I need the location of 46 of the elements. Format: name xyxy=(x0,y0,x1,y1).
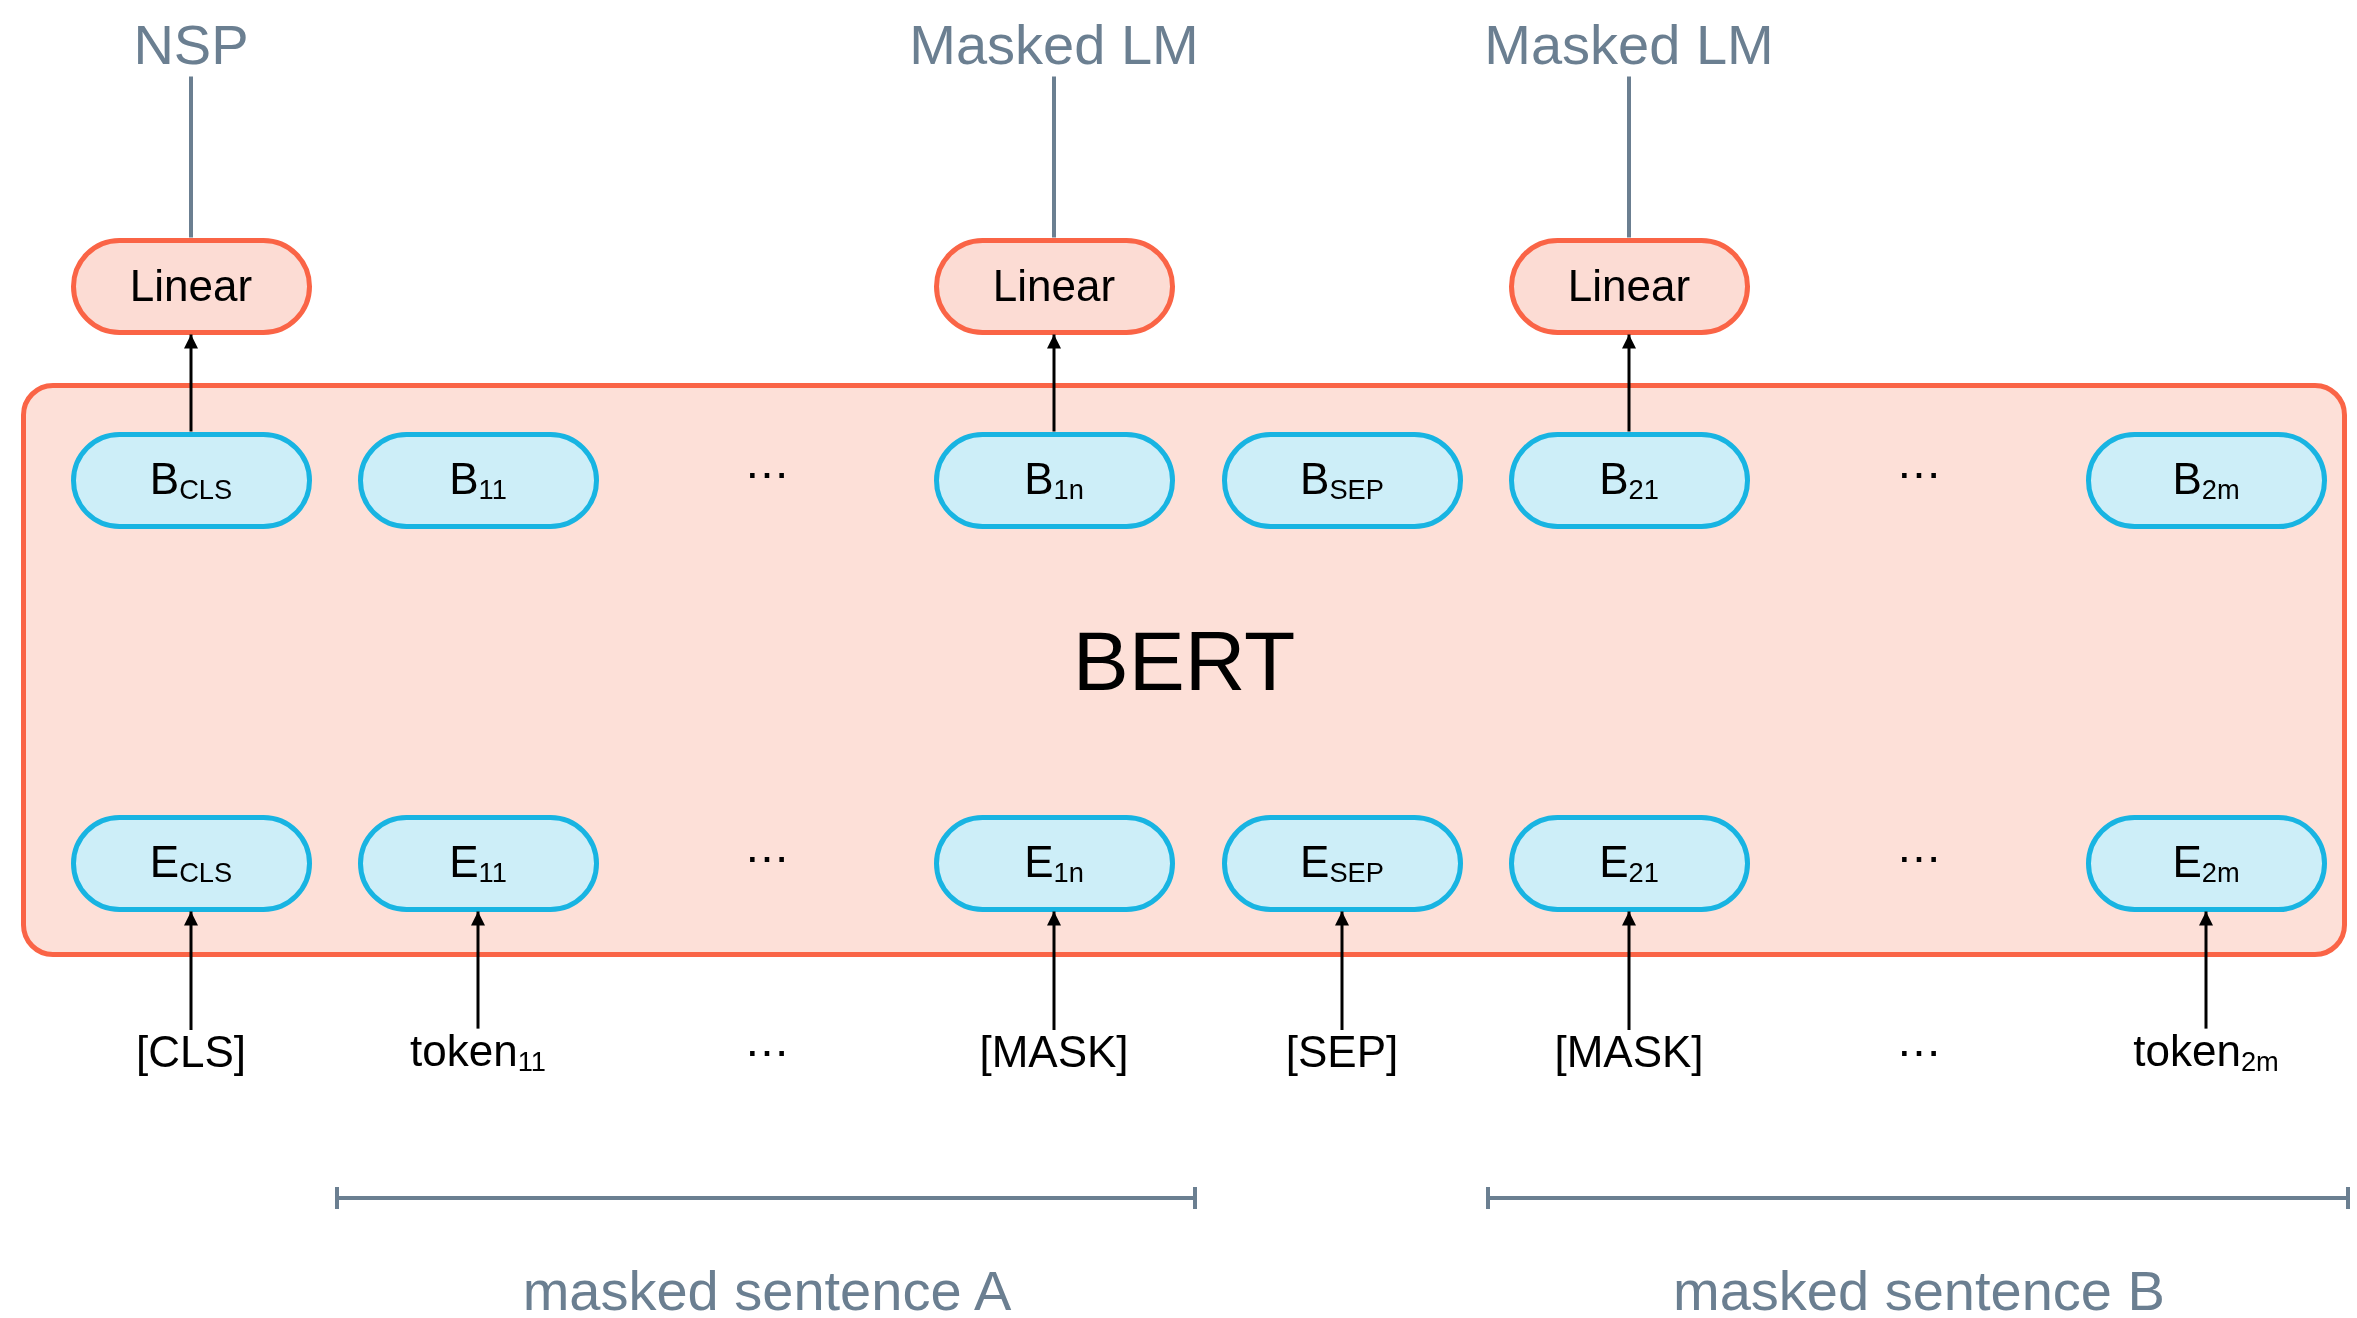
node-label: Linear xyxy=(129,264,253,308)
arrow xyxy=(2199,911,2213,1029)
task-label: Masked LM xyxy=(1484,11,1774,77)
node-label: B$_{11}$ xyxy=(449,456,507,504)
ellipsis: ⋯ xyxy=(745,1030,789,1074)
input-token: token$_{11}$ xyxy=(410,1028,546,1076)
sentence-label: masked sentence A xyxy=(522,1257,1012,1318)
node-label: B$_{2m}$ xyxy=(2172,456,2240,504)
node-label: B$_{21}$ xyxy=(1599,456,1659,504)
sentence-label: masked sentence B xyxy=(1673,1257,2165,1318)
arrow xyxy=(1047,911,1061,1030)
ellipsis: ⋯ xyxy=(745,452,789,496)
task-label: Masked LM xyxy=(909,11,1199,77)
model-block xyxy=(21,383,2347,957)
input-token: token$_{2m}$ xyxy=(2133,1028,2279,1076)
arrow xyxy=(184,911,198,1030)
arrow xyxy=(1622,911,1636,1030)
node-label: B$_{CLS}$ xyxy=(149,456,233,504)
connector-line xyxy=(189,76,193,238)
node-label: B$_{1n}$ xyxy=(1024,456,1084,504)
ellipsis: ⋯ xyxy=(745,836,789,880)
node-label: BERT xyxy=(1072,619,1296,703)
node-label: E$_{21}$ xyxy=(1599,839,1659,887)
input-token: [CLS] xyxy=(136,1030,246,1074)
connector-line xyxy=(1052,76,1056,238)
node-label: E$_{1n}$ xyxy=(1024,839,1084,887)
input-token: [MASK] xyxy=(979,1030,1129,1074)
arrow xyxy=(1047,334,1061,432)
arrow xyxy=(1335,911,1349,1030)
ellipsis: ⋯ xyxy=(1897,836,1941,880)
input-token: [SEP] xyxy=(1285,1030,1399,1074)
arrow xyxy=(471,911,485,1029)
arrow xyxy=(184,334,198,432)
ellipsis: ⋯ xyxy=(1897,452,1941,496)
arrow xyxy=(1622,334,1636,432)
node-label: E$_{2m}$ xyxy=(2172,839,2240,887)
task-label: NSP xyxy=(133,11,249,77)
node-label: Linear xyxy=(992,264,1116,308)
node-label: E$_{11}$ xyxy=(449,839,507,887)
node-label: E$_{CLS}$ xyxy=(149,839,233,887)
connector-line xyxy=(1627,76,1631,238)
node-label: E$_{SEP}$ xyxy=(1300,839,1384,887)
input-token: [MASK] xyxy=(1554,1030,1704,1074)
node-label: B$_{SEP}$ xyxy=(1300,456,1384,504)
node-label: Linear xyxy=(1567,264,1691,308)
ellipsis: ⋯ xyxy=(1897,1030,1941,1074)
